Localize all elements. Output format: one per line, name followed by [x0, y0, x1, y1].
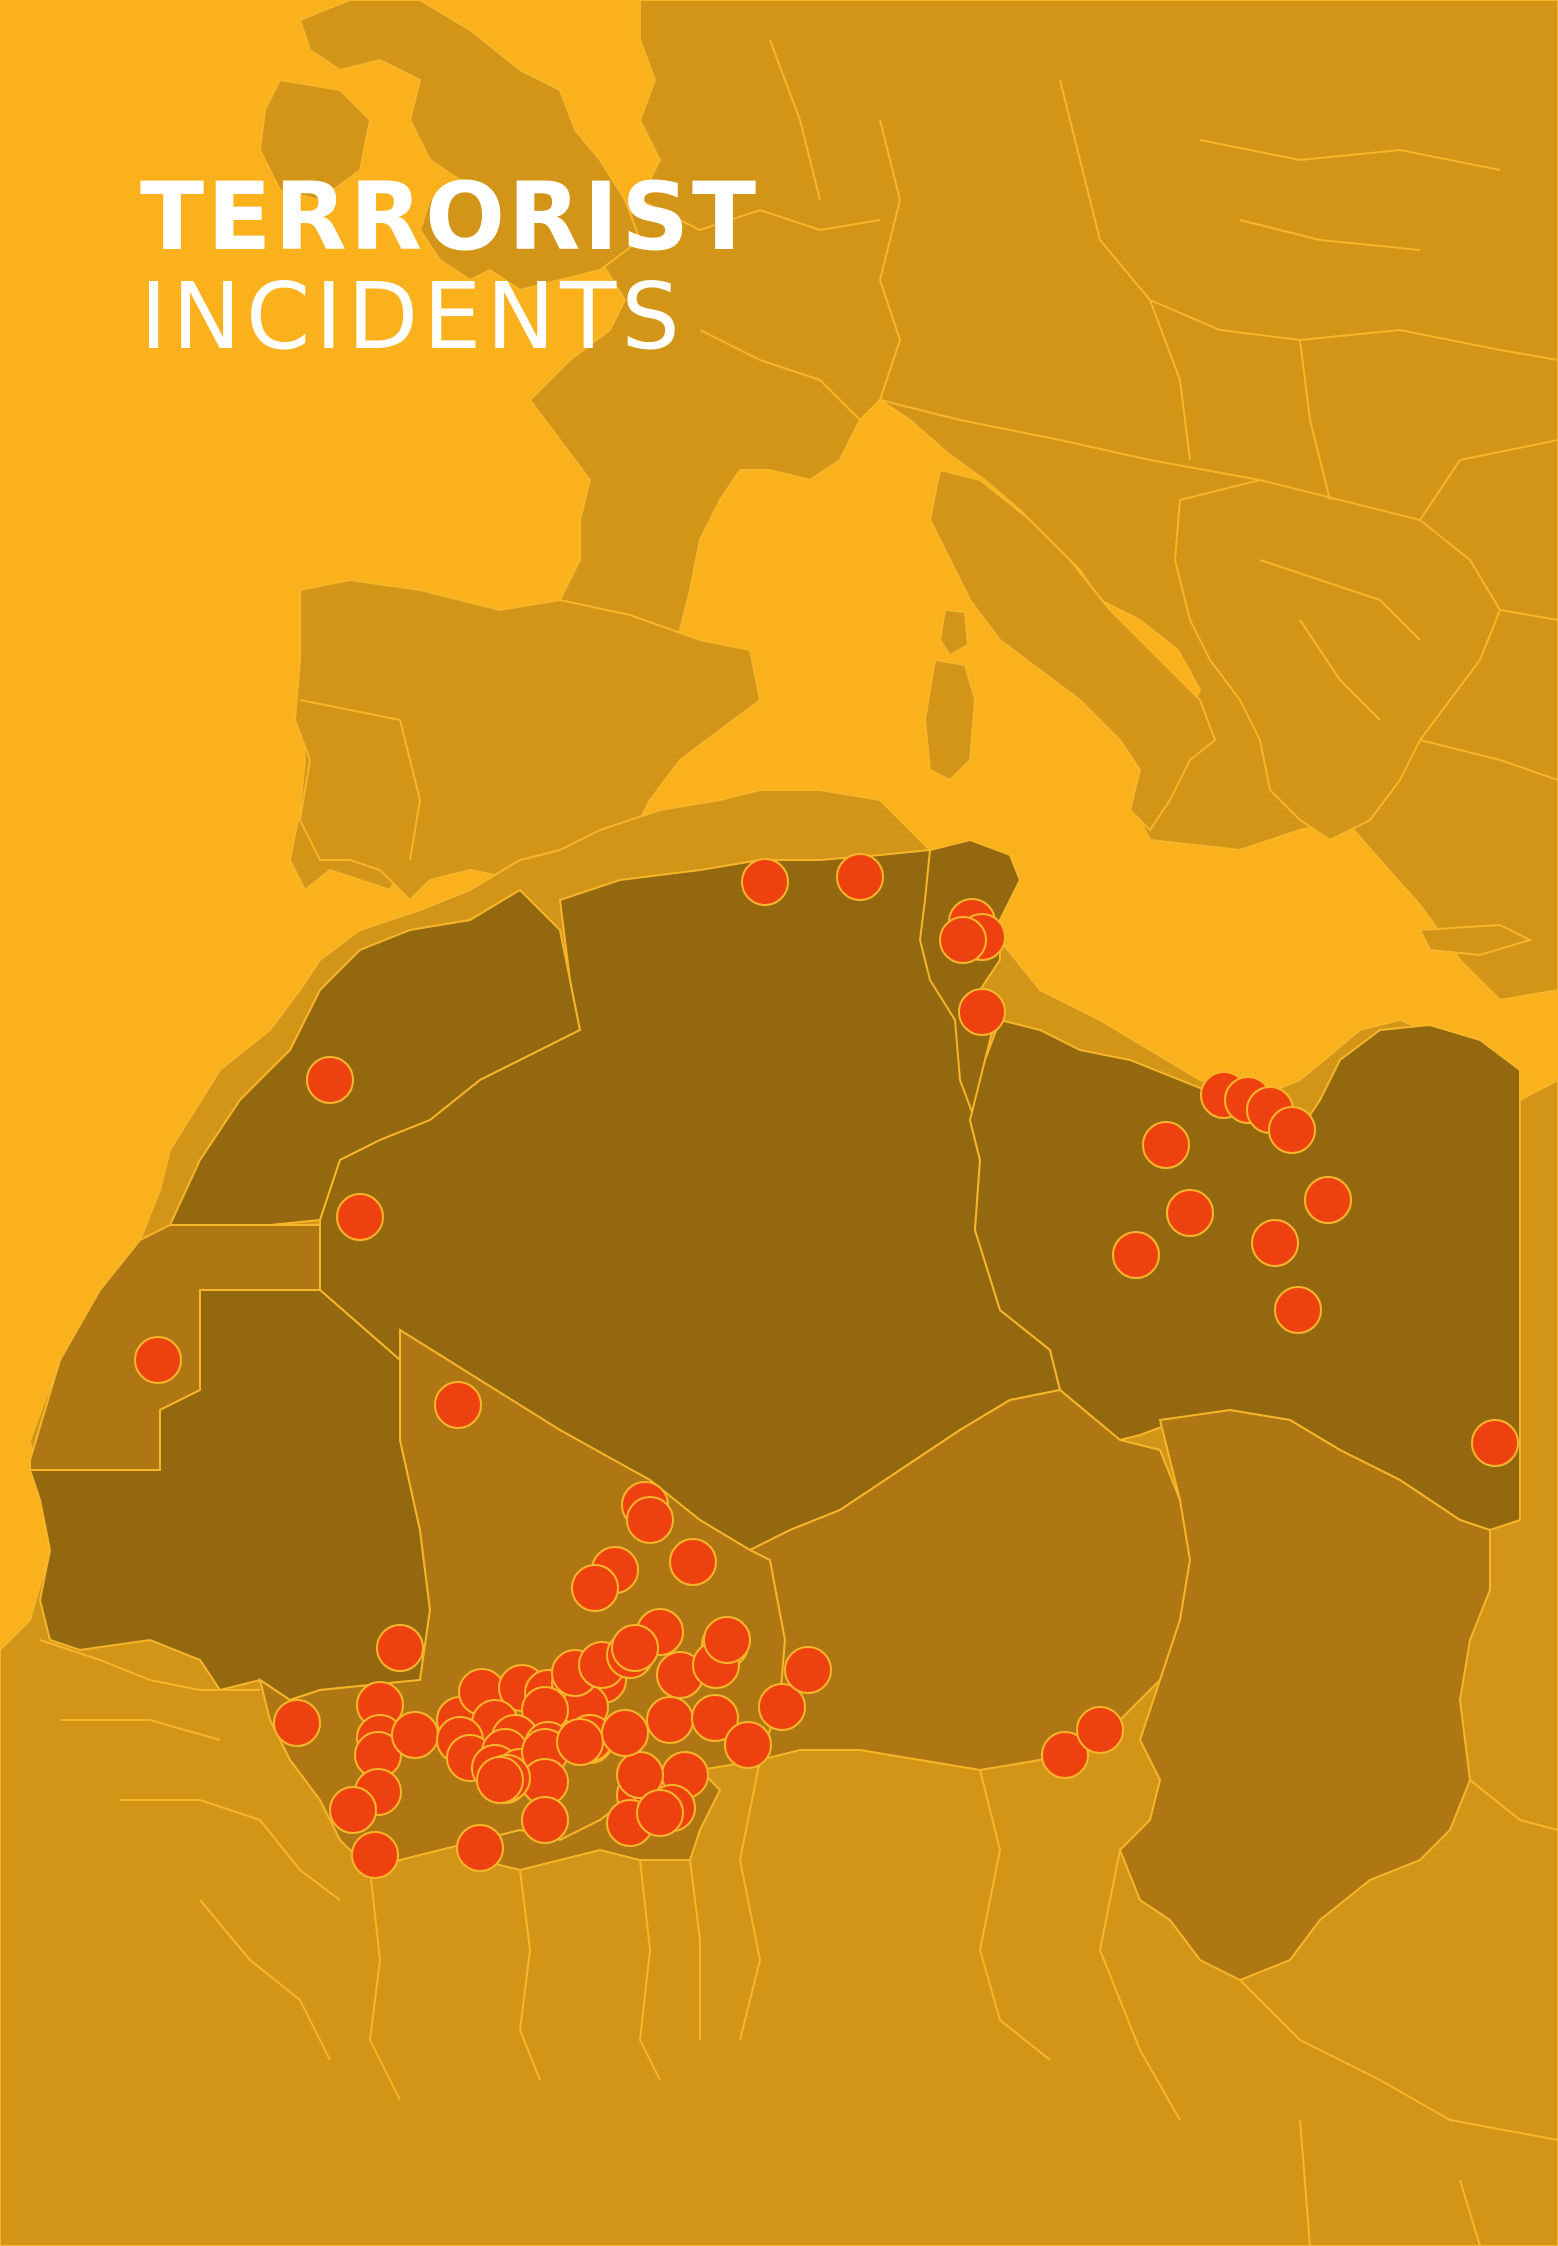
incident-marker	[1274, 1286, 1322, 1334]
europe-borders	[299, 39, 1558, 861]
incident-marker	[1166, 1189, 1214, 1237]
incident-marker	[626, 1496, 674, 1544]
incident-marker	[434, 1381, 482, 1429]
incident-marker	[336, 1193, 384, 1241]
incident-marker	[601, 1709, 649, 1757]
incident-marker	[351, 1831, 399, 1879]
incident-marker	[456, 1824, 504, 1872]
country-tunisia	[918, 838, 1022, 1124]
title-line-2: INCIDENTS	[140, 262, 685, 370]
incident-marker	[306, 1056, 354, 1104]
incident-marker	[611, 1624, 659, 1672]
incident-marker	[1076, 1706, 1124, 1754]
land-sardinia	[923, 658, 977, 782]
incident-marker	[1142, 1121, 1190, 1169]
incident-marker	[836, 853, 884, 901]
country-libya	[968, 1018, 1521, 1532]
map-title: TERRORIST INCIDENTS	[140, 168, 759, 365]
incident-marker	[691, 1694, 739, 1742]
incident-marker	[939, 916, 987, 964]
land-british-isles	[298, 0, 642, 292]
incident-marker	[376, 1624, 424, 1672]
incident-marker	[758, 1683, 806, 1731]
land-italy	[928, 468, 1217, 832]
incident-marker	[329, 1786, 377, 1834]
incident-marker	[703, 1616, 751, 1664]
land-crete	[1418, 923, 1533, 957]
incident-marker	[669, 1538, 717, 1586]
incident-marker	[784, 1646, 832, 1694]
incident-marker	[571, 1564, 619, 1612]
west-africa-borders	[39, 1639, 1558, 2246]
land-ireland	[258, 78, 372, 202]
title-line-1: TERRORIST	[140, 163, 760, 272]
incident-marker	[646, 1696, 694, 1744]
land-corsica	[938, 608, 970, 657]
incident-marker	[521, 1796, 569, 1844]
incident-marker	[1268, 1106, 1316, 1154]
incident-marker	[1041, 1731, 1089, 1779]
incident-marker	[958, 988, 1006, 1036]
incident-marker	[1112, 1231, 1160, 1279]
country-chad	[1118, 1408, 1491, 1982]
incident-marker	[1304, 1176, 1352, 1224]
land-balkans	[1173, 478, 1502, 842]
incident-marker	[391, 1711, 439, 1759]
incident-marker	[636, 1789, 684, 1837]
incident-marker	[1251, 1219, 1299, 1267]
incident-marker	[273, 1699, 321, 1747]
incident-marker	[1471, 1419, 1519, 1467]
incident-marker	[616, 1751, 664, 1799]
incident-marker	[724, 1721, 772, 1769]
incident-marker	[741, 858, 789, 906]
incident-marker	[134, 1336, 182, 1384]
incident-marker	[476, 1756, 524, 1804]
incident-marker	[556, 1718, 604, 1766]
